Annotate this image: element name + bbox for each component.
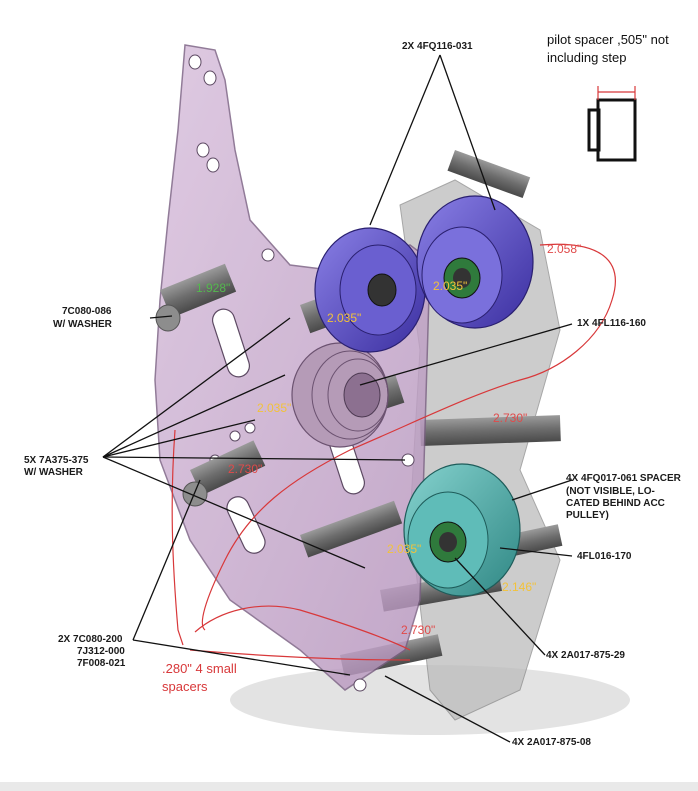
note-pilot-spacer: pilot spacer ,505" not xyxy=(547,32,669,47)
dim-2146: 2.146" xyxy=(502,580,537,594)
note-pilot-spacer-line2: including step xyxy=(547,50,627,65)
belt-sketch xyxy=(171,243,616,661)
label-4fl016: 4FL016-170 xyxy=(577,551,632,562)
label-2a017-08: 4X 2A017-875-08 xyxy=(512,737,591,748)
bracket-plate xyxy=(154,44,431,691)
note-small-spacers-line2: spacers xyxy=(162,679,208,694)
label-7c080-086: 7C080-086 xyxy=(62,306,112,317)
dim-2035-low: 2.035" xyxy=(387,542,422,556)
blue-pulley-right xyxy=(416,195,534,329)
label-7j312: 7J312-000 xyxy=(77,646,125,657)
pilot-spacer-dimension xyxy=(597,86,636,100)
label-2a017-29: 4X 2A017-875-29 xyxy=(546,650,625,661)
dim-1928: 1.928" xyxy=(196,281,231,295)
dim-2035-mid: 2.035" xyxy=(327,311,362,325)
label-7f008: 7F008-021 xyxy=(77,658,126,669)
dim-2730-bottom: 2.730" xyxy=(401,623,436,637)
label-4fq116: 2X 4FQ116-031 xyxy=(402,41,473,52)
dim-2035-top: 2.035" xyxy=(433,279,468,293)
label-7c080-086-washer: W/ WASHER xyxy=(53,319,112,330)
bottom-edge-band xyxy=(0,782,698,791)
grooved-pulley xyxy=(291,342,389,448)
leader-lines xyxy=(102,54,573,743)
label-4fl116: 1X 4FL116-160 xyxy=(577,318,646,329)
dim-2058: 2.058" xyxy=(547,242,582,256)
teal-pulley xyxy=(403,463,521,597)
blue-pulley-left xyxy=(314,227,426,353)
label-4fq017-line4: PULLEY) xyxy=(566,510,609,521)
label-4fq017: 4X 4FQ017-061 SPACER xyxy=(566,473,681,484)
dim-2730-right: 2.730" xyxy=(493,411,528,425)
label-4fq017-line2: (NOT VISIBLE, LO- xyxy=(566,486,655,497)
label-7a375: 5X 7A375-375 xyxy=(24,455,89,466)
label-7c080-200: 2X 7C080-200 xyxy=(58,634,123,645)
dim-2035-left: 2.035" xyxy=(257,401,292,415)
label-4fq017-line3: CATED BEHIND ACC xyxy=(566,498,665,509)
label-7a375-washer: W/ WASHER xyxy=(24,467,83,478)
pilot-spacer-sketch xyxy=(587,98,637,162)
dim-2730-left: 2.730" xyxy=(228,462,263,476)
note-small-spacers: .280" 4 small xyxy=(162,661,237,676)
